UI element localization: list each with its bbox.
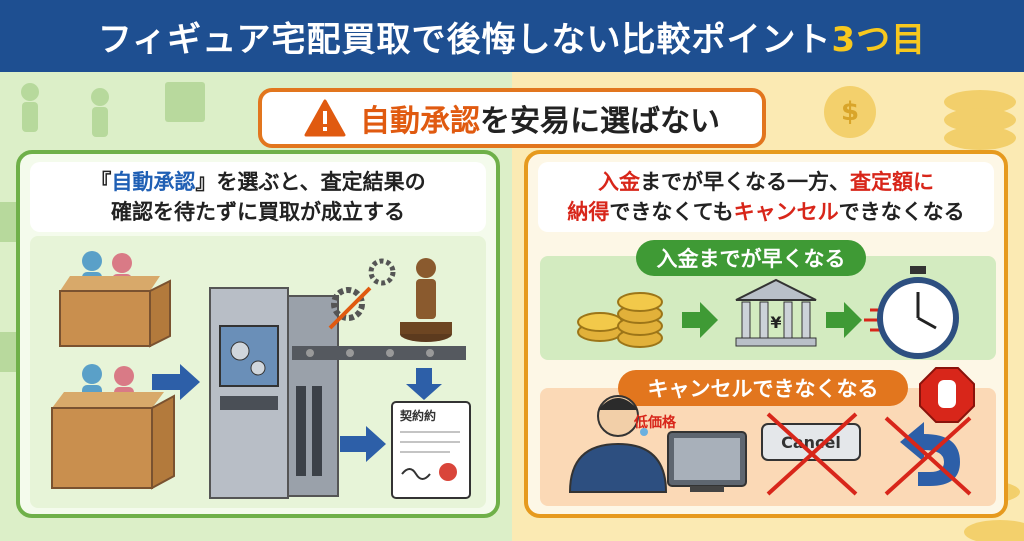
bank-icon: ¥ xyxy=(735,278,817,347)
warning-text: 自動承認を安易に選ばない xyxy=(360,104,720,139)
left-panel-title: 『自動承認』を選ぶと、査定結果の 確認を待たずに買取が成立する xyxy=(30,162,486,232)
cannot-cancel-label: キャンセルできなくなる xyxy=(618,370,908,406)
worried-person-icon xyxy=(568,395,668,493)
undo-arrow-crossed-icon xyxy=(884,416,972,496)
stopwatch-icon xyxy=(864,266,959,359)
contract-label: 契約約 xyxy=(399,408,436,423)
warning-banner: 自動承認を安易に選ばない xyxy=(258,88,766,148)
contract-document: 契約約 xyxy=(391,401,471,499)
arrow-to-contract xyxy=(340,426,386,462)
cancel-button-crossed: Cancel xyxy=(761,412,861,496)
page-title: フィギュア宅配買取で後悔しない比較ポイント3つ目 xyxy=(97,19,927,60)
arrow-to-machine xyxy=(152,364,200,400)
box-with-figures-top xyxy=(59,251,171,348)
header-banner: フィギュア宅配買取で後悔しない比較ポイント3つ目 xyxy=(0,0,1024,72)
svg-text:$: $ xyxy=(841,97,859,127)
low-price-label: 低価格 xyxy=(634,415,676,431)
coins-icon xyxy=(577,292,663,348)
warning-triangle-icon xyxy=(304,99,346,137)
gear-crossed-icon xyxy=(328,258,396,330)
box-with-figures-bottom xyxy=(51,364,175,490)
machine xyxy=(209,287,466,499)
bank-yen-symbol: ¥ xyxy=(770,313,781,332)
fast-payment-label: 入金までが早くなる xyxy=(636,240,866,276)
arrow-right-icon-2 xyxy=(826,302,862,338)
title-highlight: 3つ目 xyxy=(831,19,927,60)
auto-approval-illustration: 契約約 xyxy=(51,251,471,499)
arrow-right-icon xyxy=(682,302,718,338)
arrow-down-icon xyxy=(406,368,442,400)
right-panel-title: 入金までが早くなる一方、査定額に 納得できなくてもキャンセルできなくなる xyxy=(538,162,994,232)
figure-on-pedestal xyxy=(400,258,452,342)
computer-monitor-icon xyxy=(667,431,747,492)
right-illustration: ¥ Cancel xyxy=(568,266,975,496)
stop-hand-icon xyxy=(919,367,975,423)
